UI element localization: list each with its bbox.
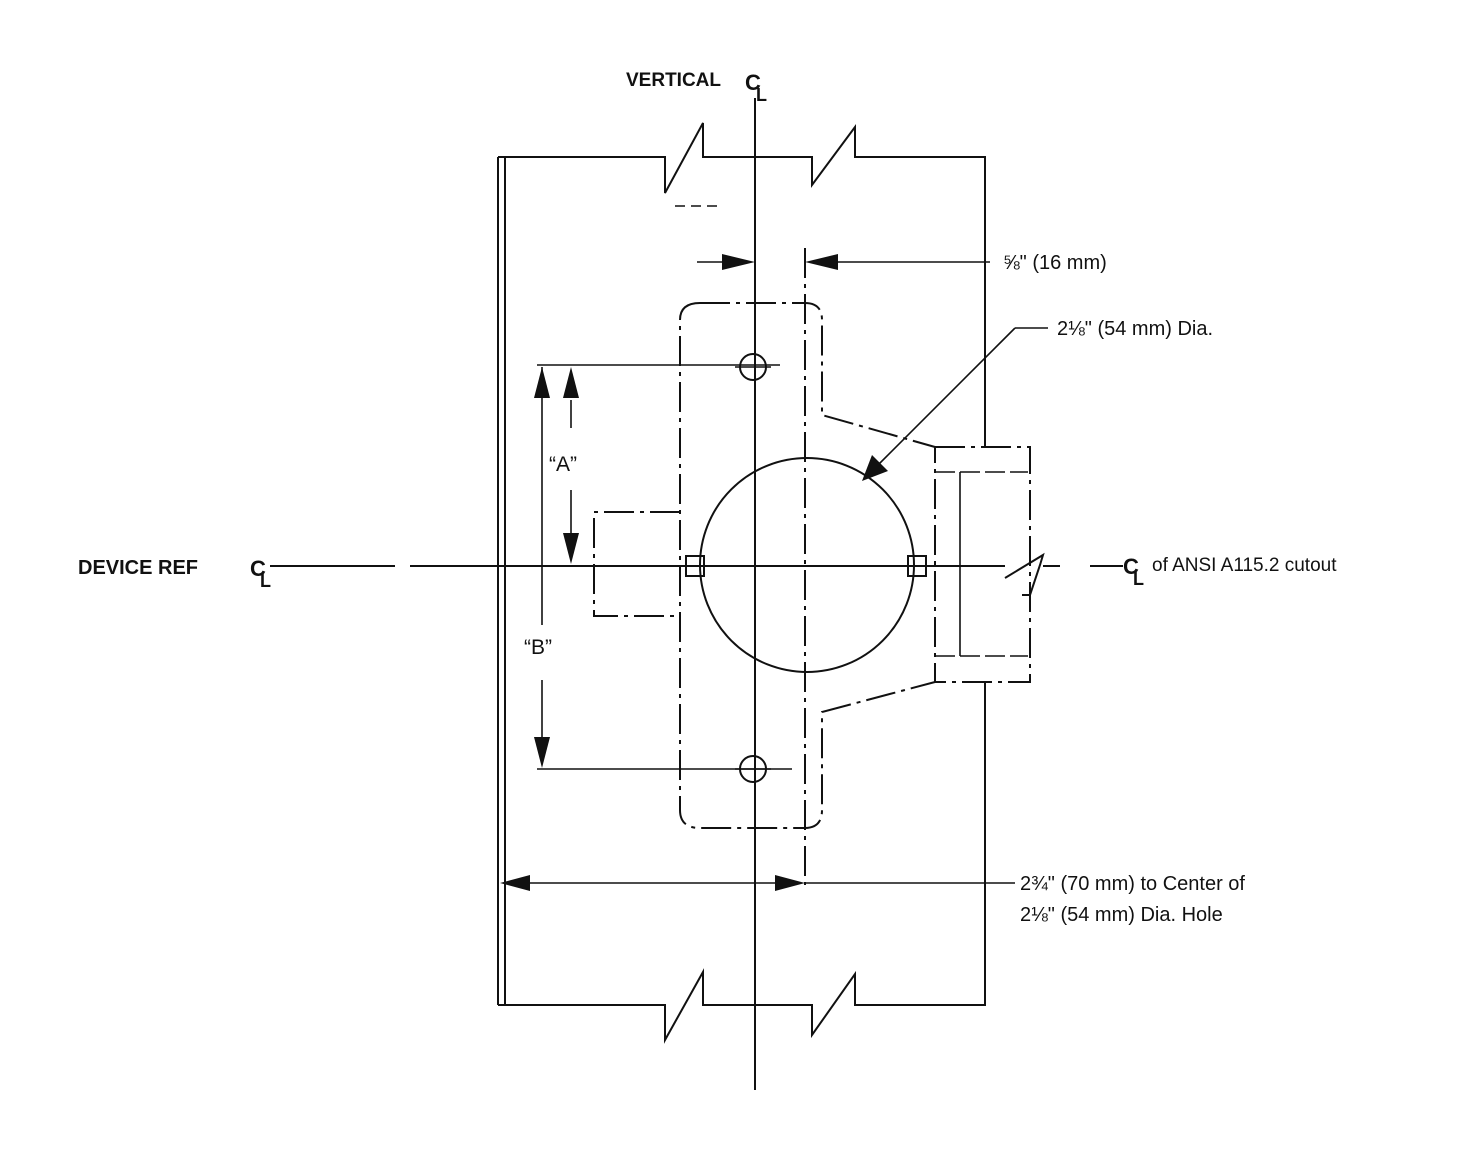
svg-text:L: L bbox=[260, 571, 271, 591]
ansi-cutout-label: of ANSI A115.2 cutout bbox=[1152, 555, 1337, 576]
centerline-symbol-ansi: C L bbox=[1123, 554, 1144, 589]
dimension-a bbox=[537, 364, 780, 564]
screw-holes bbox=[735, 353, 771, 783]
door-outline bbox=[497, 122, 986, 1044]
svg-text:L: L bbox=[1133, 569, 1144, 589]
vertical-cl-label: VERTICAL bbox=[626, 70, 721, 91]
dimension-a-label: “A” bbox=[549, 453, 577, 476]
dimension-backset bbox=[500, 875, 1015, 891]
dimension-b-label: “B” bbox=[524, 636, 552, 659]
svg-text:L: L bbox=[756, 85, 767, 105]
dimension-hole-leader bbox=[862, 327, 1048, 481]
hole-dia-label: 2⅛" (54 mm) Dia. bbox=[1057, 318, 1213, 340]
backset-label-line1: 2¾" (70 mm) to Center of bbox=[1020, 873, 1245, 895]
centerline-symbol-vertical: C L bbox=[745, 70, 767, 105]
dimension-b bbox=[534, 367, 792, 770]
backset-label-line2: 2⅛" (54 mm) Dia. Hole bbox=[1020, 904, 1223, 926]
offset-dimension-label: ⅝" (16 mm) bbox=[1003, 252, 1107, 274]
dimension-offset bbox=[697, 254, 990, 270]
centerline-symbol-device-ref: C L bbox=[250, 556, 271, 591]
vertical-centerline bbox=[754, 98, 806, 1090]
device-ref-label: DEVICE REF bbox=[78, 557, 198, 579]
svg-text:C: C bbox=[745, 70, 761, 95]
svg-text:C: C bbox=[1123, 554, 1139, 579]
svg-text:C: C bbox=[250, 556, 266, 581]
